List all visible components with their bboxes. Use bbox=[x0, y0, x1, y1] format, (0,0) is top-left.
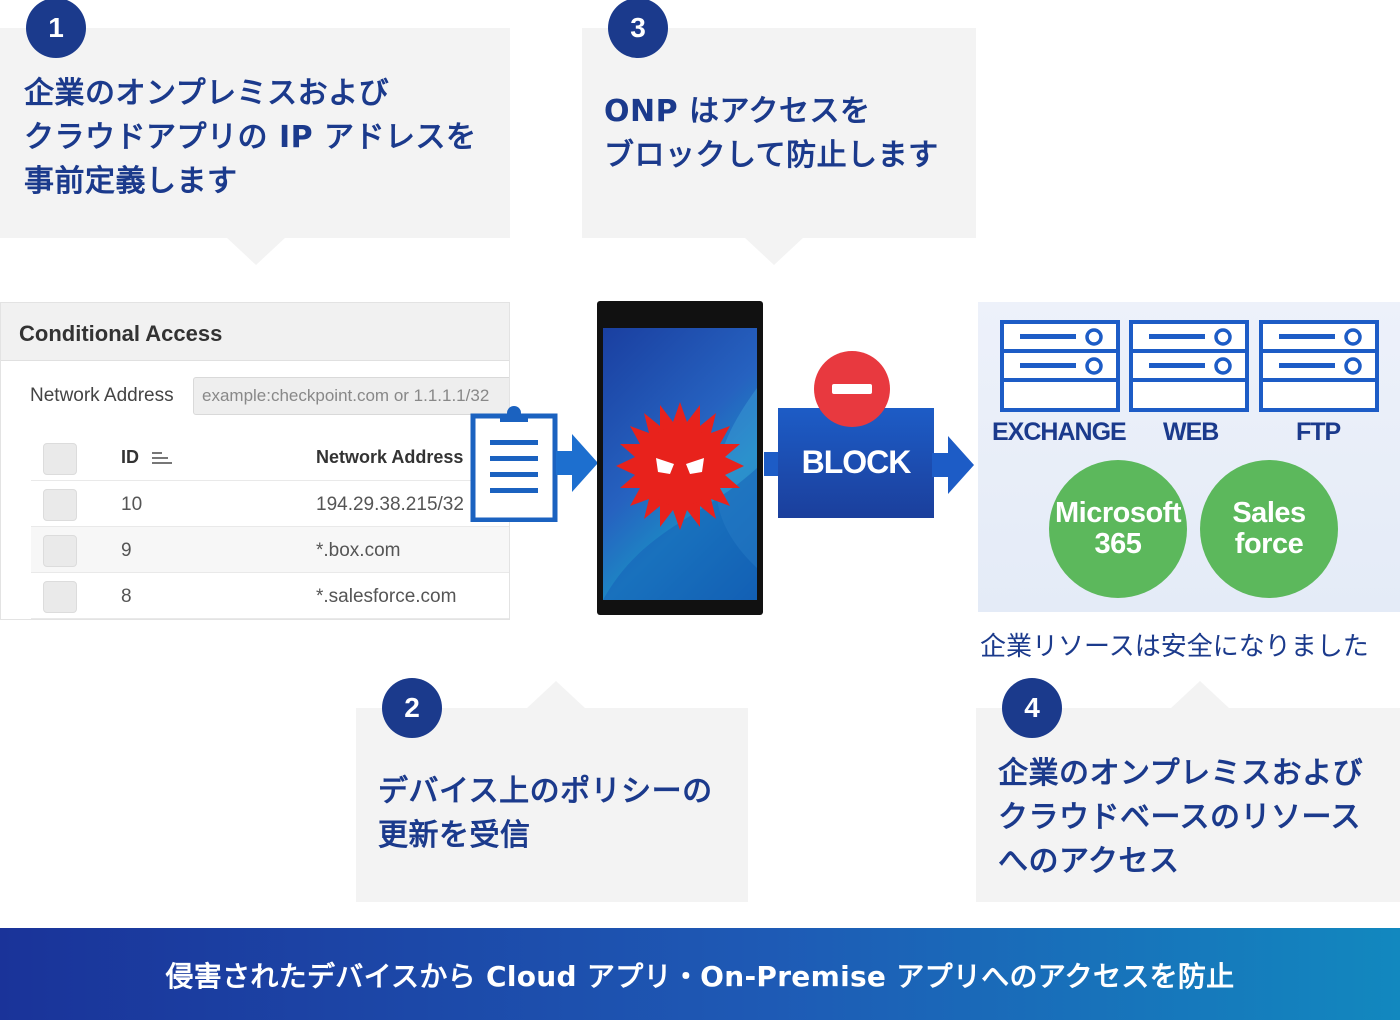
step-4-pointer bbox=[1170, 681, 1230, 709]
table-row[interactable]: 8 *.salesforce.com bbox=[31, 573, 509, 619]
network-address-label: Network Address bbox=[30, 385, 174, 406]
footer-banner: 侵害されたデバイスから Cloud アプリ・On-Premise アプリへのアク… bbox=[0, 928, 1400, 1020]
row-address: *.box.com bbox=[316, 540, 401, 561]
table-row[interactable]: 10 194.29.38.215/32 bbox=[31, 481, 509, 527]
connector-bar bbox=[764, 452, 780, 476]
conditional-access-panel: Conditional Access Network Address examp… bbox=[0, 302, 510, 620]
row-checkbox[interactable] bbox=[43, 581, 77, 613]
row-address: 194.29.38.215/32 bbox=[316, 494, 464, 515]
web-server-icon bbox=[1129, 320, 1249, 412]
step-1-callout bbox=[0, 28, 510, 238]
arrow-right-icon bbox=[556, 434, 598, 492]
arrow-right-icon bbox=[932, 436, 974, 494]
step-2-pointer bbox=[526, 681, 586, 709]
block-minus-icon bbox=[814, 351, 890, 427]
clipboard-icon bbox=[470, 406, 558, 522]
step-2-badge: 2 bbox=[382, 678, 442, 738]
column-header-address[interactable]: Network Address bbox=[316, 447, 464, 467]
corporate-resources-panel: EXCHANGE WEB FTP Microsoft 365 Sales for… bbox=[978, 302, 1400, 612]
table-header-row: ID Network Address bbox=[31, 435, 509, 481]
step-2-callout bbox=[356, 708, 748, 902]
step-3-callout bbox=[582, 28, 976, 238]
exchange-label: EXCHANGE bbox=[992, 418, 1127, 446]
column-header-id[interactable]: ID bbox=[121, 447, 139, 467]
web-label: WEB bbox=[1163, 418, 1219, 446]
step-4-text: 企業のオンプレミスおよび クラウドベースのリソース へのアクセス bbox=[998, 756, 1364, 879]
step-4-badge: 4 bbox=[1002, 678, 1062, 738]
microsoft-365-badge: Microsoft 365 bbox=[1049, 460, 1187, 598]
network-address-input[interactable]: example:checkpoint.com or 1.1.1.1/32 bbox=[193, 377, 509, 415]
step-3-text: ONP はアクセスを ブロックして防止します bbox=[604, 94, 939, 173]
salesforce-badge: Sales force bbox=[1200, 460, 1338, 598]
step-3-badge: 3 bbox=[608, 0, 668, 58]
step-1-text: 企業のオンプレミスおよび クラウドアプリの IP アドレスを 事前定義します bbox=[24, 76, 477, 199]
ftp-label: FTP bbox=[1296, 418, 1341, 446]
step-1-pointer bbox=[226, 237, 286, 265]
table-row[interactable]: 9 *.box.com bbox=[31, 527, 509, 573]
compromised-phone bbox=[597, 301, 763, 615]
exchange-server-icon bbox=[1000, 320, 1120, 412]
block-label: BLOCK bbox=[801, 444, 912, 480]
step-3-pointer bbox=[744, 237, 804, 265]
resources-safe-caption: 企業リソースは安全になりました bbox=[980, 632, 1369, 662]
sort-icon[interactable] bbox=[152, 451, 172, 467]
row-id: 9 bbox=[121, 540, 132, 561]
row-id: 10 bbox=[121, 494, 143, 515]
footer-text: 侵害されたデバイスから Cloud アプリ・On-Premise アプリへのアク… bbox=[165, 960, 1235, 993]
ftp-server-icon bbox=[1259, 320, 1379, 412]
malware-virus-icon bbox=[616, 402, 744, 530]
step-1-badge: 1 bbox=[26, 0, 86, 58]
panel-header: Conditional Access bbox=[1, 303, 509, 361]
step-4-callout bbox=[976, 708, 1400, 902]
row-address: *.salesforce.com bbox=[316, 586, 457, 607]
row-checkbox[interactable] bbox=[43, 535, 77, 567]
select-all-checkbox[interactable] bbox=[43, 443, 77, 475]
step-2-text: デバイス上のポリシーの 更新を受信 bbox=[378, 774, 713, 853]
panel-title: Conditional Access bbox=[19, 321, 223, 346]
row-checkbox[interactable] bbox=[43, 489, 77, 521]
row-id: 8 bbox=[121, 586, 132, 607]
